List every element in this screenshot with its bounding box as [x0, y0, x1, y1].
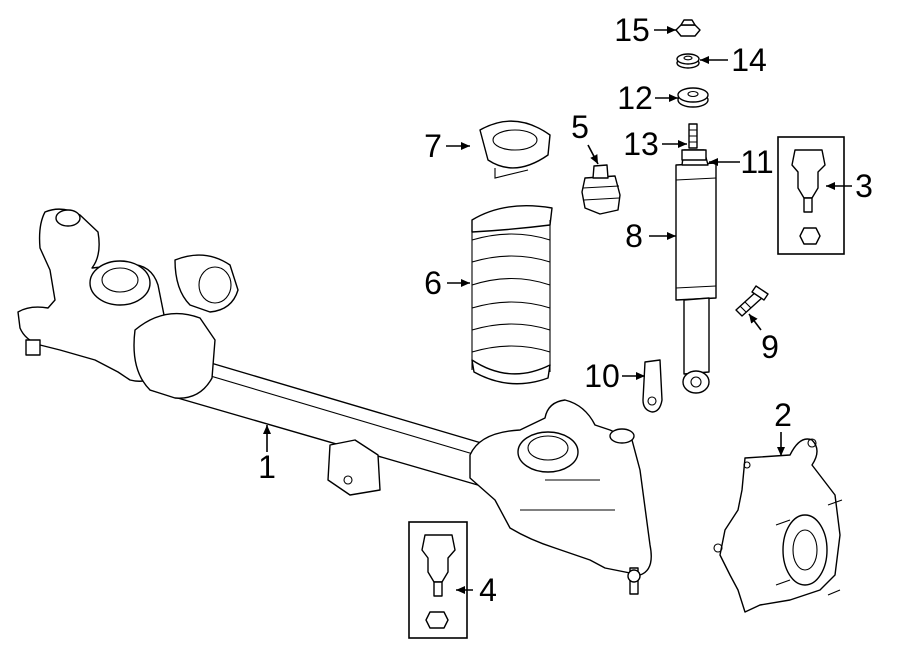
spring-isolator — [479, 120, 551, 179]
ball-joint-4-box — [408, 521, 468, 639]
jounce-bumper — [581, 164, 621, 215]
callout-11: 11 — [740, 144, 773, 180]
stabilizer-bracket — [642, 359, 663, 413]
callout-12: 12 — [617, 80, 653, 116]
callout-1: 1 — [258, 449, 276, 485]
callout-14: 14 — [731, 42, 767, 78]
nut — [675, 19, 701, 37]
callout-4: 4 — [479, 572, 497, 608]
lower-ball-joint — [421, 534, 456, 629]
upper-ball-joint — [791, 149, 826, 245]
shock-bolt — [735, 285, 769, 317]
shock-absorber — [675, 149, 717, 394]
bushing — [677, 87, 709, 108]
callout-5: 5 — [571, 109, 589, 145]
shock-stud — [688, 123, 698, 149]
callout-7: 7 — [424, 128, 442, 164]
ball-joint-3-box — [777, 136, 845, 255]
callout-9: 9 — [761, 329, 779, 365]
callout-8: 8 — [625, 218, 643, 254]
callout-13: 13 — [623, 126, 659, 162]
washer — [676, 53, 700, 69]
callout-10: 10 — [584, 358, 620, 394]
callout-6: 6 — [424, 265, 442, 301]
front-axle-assembly — [17, 208, 652, 595]
coil-spring — [471, 205, 553, 385]
shock-upper-mount — [681, 149, 707, 161]
leader-lines — [263, 26, 852, 594]
callout-15: 15 — [614, 12, 650, 48]
steering-knuckle — [713, 438, 843, 613]
callout-2: 2 — [774, 397, 792, 433]
callout-numbers: 1 2 3 4 5 6 7 8 9 10 11 12 13 14 15 — [258, 12, 873, 608]
callout-3: 3 — [855, 168, 873, 204]
